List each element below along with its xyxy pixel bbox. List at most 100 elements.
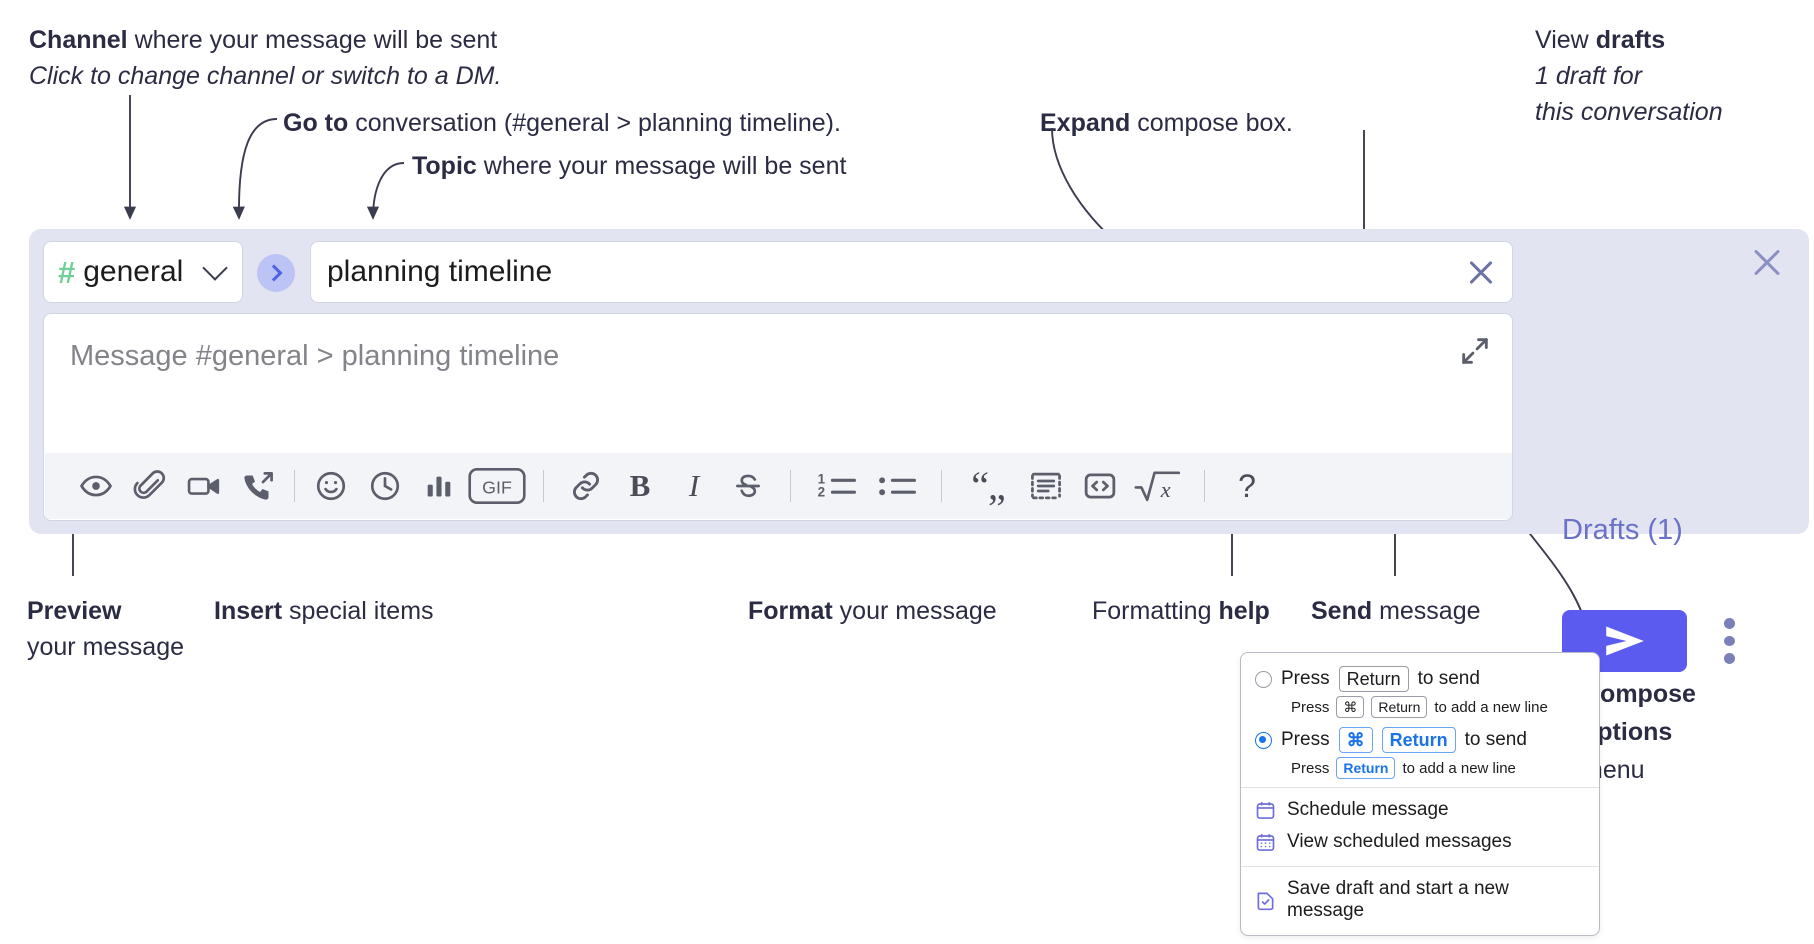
math-icon[interactable]: x bbox=[1127, 463, 1189, 509]
annotation-drafts-pre: View bbox=[1535, 26, 1596, 54]
toolbar-divider bbox=[941, 470, 942, 502]
menu-item-view-scheduled-messages[interactable]: View scheduled messages bbox=[1241, 826, 1599, 858]
compose-inner: # general planning timeline Message #gen… bbox=[43, 241, 1513, 521]
calendar-grid-icon bbox=[1256, 833, 1275, 851]
radio-selected-icon[interactable] bbox=[1255, 731, 1272, 749]
compose-panel: # general planning timeline Message #gen… bbox=[29, 229, 1809, 672]
italic-icon[interactable]: I bbox=[688, 468, 700, 503]
calendar-icon bbox=[1256, 801, 1275, 819]
option2-pre: Press bbox=[1281, 729, 1330, 750]
menu-item-label: View scheduled messages bbox=[1287, 831, 1512, 852]
menu-item-schedule-message[interactable]: Schedule message bbox=[1241, 794, 1599, 826]
annotation-channel-rest: where your message will be sent bbox=[127, 26, 498, 54]
save-draft-icon bbox=[1257, 892, 1274, 910]
send-option-return[interactable]: Press Return to send Press ⌘ Return to a… bbox=[1241, 663, 1599, 718]
toolbar-divider bbox=[294, 470, 295, 502]
kebab-dot bbox=[1723, 635, 1735, 647]
bar-chart-icon[interactable] bbox=[412, 463, 466, 509]
annotation-topic-rest: where your message will be sent bbox=[476, 152, 847, 180]
annotation-insert: Insert special items bbox=[214, 593, 434, 629]
option2-key2: Return bbox=[1381, 727, 1456, 753]
gif-icon[interactable]: GIF bbox=[466, 463, 528, 509]
option1-post: to send bbox=[1417, 668, 1480, 689]
annotation-goto: Go to conversation (#general > planning … bbox=[283, 105, 841, 141]
annotation-expand-bold: Expand bbox=[1040, 109, 1131, 137]
annotation-drafts-italic1: 1 draft for bbox=[1535, 62, 1642, 90]
annotation-send: Send message bbox=[1311, 593, 1481, 629]
option1-sub-post: to add a new line bbox=[1434, 698, 1548, 716]
code-icon[interactable] bbox=[1073, 463, 1127, 509]
formatting-toolbar: GIF B I bbox=[45, 453, 1512, 519]
eye-icon[interactable] bbox=[69, 463, 123, 509]
chevron-down-icon bbox=[202, 255, 228, 281]
phone-forward-icon[interactable] bbox=[231, 463, 285, 509]
annotation-drafts: View drafts 1 draft for this conversatio… bbox=[1535, 22, 1723, 130]
video-camera-icon[interactable] bbox=[177, 463, 231, 509]
chevron-right-icon bbox=[265, 264, 283, 282]
message-placeholder: Message #general > planning timeline bbox=[70, 340, 560, 372]
option1-pre: Press bbox=[1281, 668, 1330, 689]
toolbar-divider bbox=[1204, 470, 1205, 502]
channel-row: # general planning timeline bbox=[43, 241, 1513, 303]
compose-options-menu: Press Return to send Press ⌘ Return to a… bbox=[1240, 652, 1600, 936]
code-block-icon[interactable] bbox=[1019, 463, 1073, 509]
topic-field[interactable]: planning timeline bbox=[310, 241, 1513, 303]
option1-key: Return bbox=[1338, 666, 1409, 692]
svg-text:x: x bbox=[1160, 477, 1171, 502]
option2-sub-post: to add a new line bbox=[1402, 759, 1516, 777]
blockquote-icon[interactable]: “„ bbox=[971, 463, 1006, 508]
toolbar-divider bbox=[790, 470, 791, 502]
kebab-dot bbox=[1723, 618, 1735, 629]
annotation-expand: Expand compose box. bbox=[1040, 105, 1293, 141]
annotation-format-rest: your message bbox=[832, 597, 997, 625]
help-icon[interactable]: ? bbox=[1238, 467, 1256, 504]
annotation-help: Formatting help bbox=[1092, 593, 1270, 629]
close-icon bbox=[1750, 245, 1784, 279]
annotation-insert-bold: Insert bbox=[214, 597, 283, 625]
strikethrough-icon[interactable] bbox=[721, 463, 775, 509]
message-input-box[interactable]: Message #general > planning timeline bbox=[43, 313, 1513, 521]
annotation-channel: Channel where your message will be sent … bbox=[29, 22, 501, 94]
ordered-list-icon[interactable]: 1 2 bbox=[806, 463, 866, 509]
bullet-list-icon[interactable] bbox=[866, 463, 926, 509]
goto-conversation-button[interactable] bbox=[257, 254, 295, 292]
clock-icon[interactable] bbox=[358, 463, 412, 509]
topic-value: planning timeline bbox=[327, 255, 553, 288]
clear-topic-icon[interactable] bbox=[1466, 257, 1496, 287]
hash-icon: # bbox=[58, 254, 76, 290]
send-option-cmd-return[interactable]: Press ⌘ Return to send Press Return to a… bbox=[1241, 724, 1599, 779]
annotation-goto-bold: Go to bbox=[283, 109, 349, 137]
annotation-topic-bold: Topic bbox=[412, 152, 477, 180]
option2-key1: ⌘ bbox=[1338, 727, 1373, 753]
option1-sub-key2: Return bbox=[1371, 696, 1428, 718]
option2-sub-pre: Press bbox=[1291, 759, 1330, 777]
emoji-icon[interactable] bbox=[304, 463, 358, 509]
channel-name-label: general bbox=[83, 255, 184, 288]
channel-select[interactable]: # general bbox=[43, 241, 243, 303]
compose-options-button[interactable] bbox=[1717, 618, 1741, 665]
annotation-channel-italic: Click to change channel or switch to a D… bbox=[29, 62, 502, 90]
send-arrow-icon bbox=[1605, 626, 1644, 656]
annotation-preview-bold: Preview bbox=[27, 597, 122, 625]
annotation-help-bold: help bbox=[1218, 597, 1270, 625]
drafts-link[interactable]: Drafts (1) bbox=[1562, 514, 1683, 546]
menu-item-save-draft[interactable]: Save draft and start a new message bbox=[1241, 873, 1599, 927]
option2-post: to send bbox=[1464, 729, 1527, 750]
radio-unselected-icon[interactable] bbox=[1255, 670, 1272, 688]
bold-icon[interactable]: B bbox=[629, 468, 651, 503]
link-icon[interactable] bbox=[559, 463, 613, 509]
paperclip-icon[interactable] bbox=[123, 463, 177, 509]
annotation-drafts-italic2: this conversation bbox=[1535, 98, 1723, 126]
annotation-help-pre: Formatting bbox=[1092, 597, 1219, 625]
close-panel-button[interactable] bbox=[1750, 245, 1784, 279]
menu-item-label: Save draft and start a new message bbox=[1287, 878, 1509, 921]
annotation-send-rest: message bbox=[1372, 597, 1481, 625]
annotation-insert-rest: special items bbox=[282, 597, 434, 625]
annotation-topic: Topic where your message will be sent bbox=[412, 148, 846, 184]
annotation-format-bold: Format bbox=[748, 597, 833, 625]
option2-sub-key: Return bbox=[1336, 757, 1396, 779]
expand-compose-button[interactable] bbox=[1458, 334, 1492, 368]
toolbar-divider bbox=[543, 470, 544, 502]
svg-text:1: 1 bbox=[818, 471, 826, 486]
option1-sub-key1: ⌘ bbox=[1336, 696, 1365, 718]
